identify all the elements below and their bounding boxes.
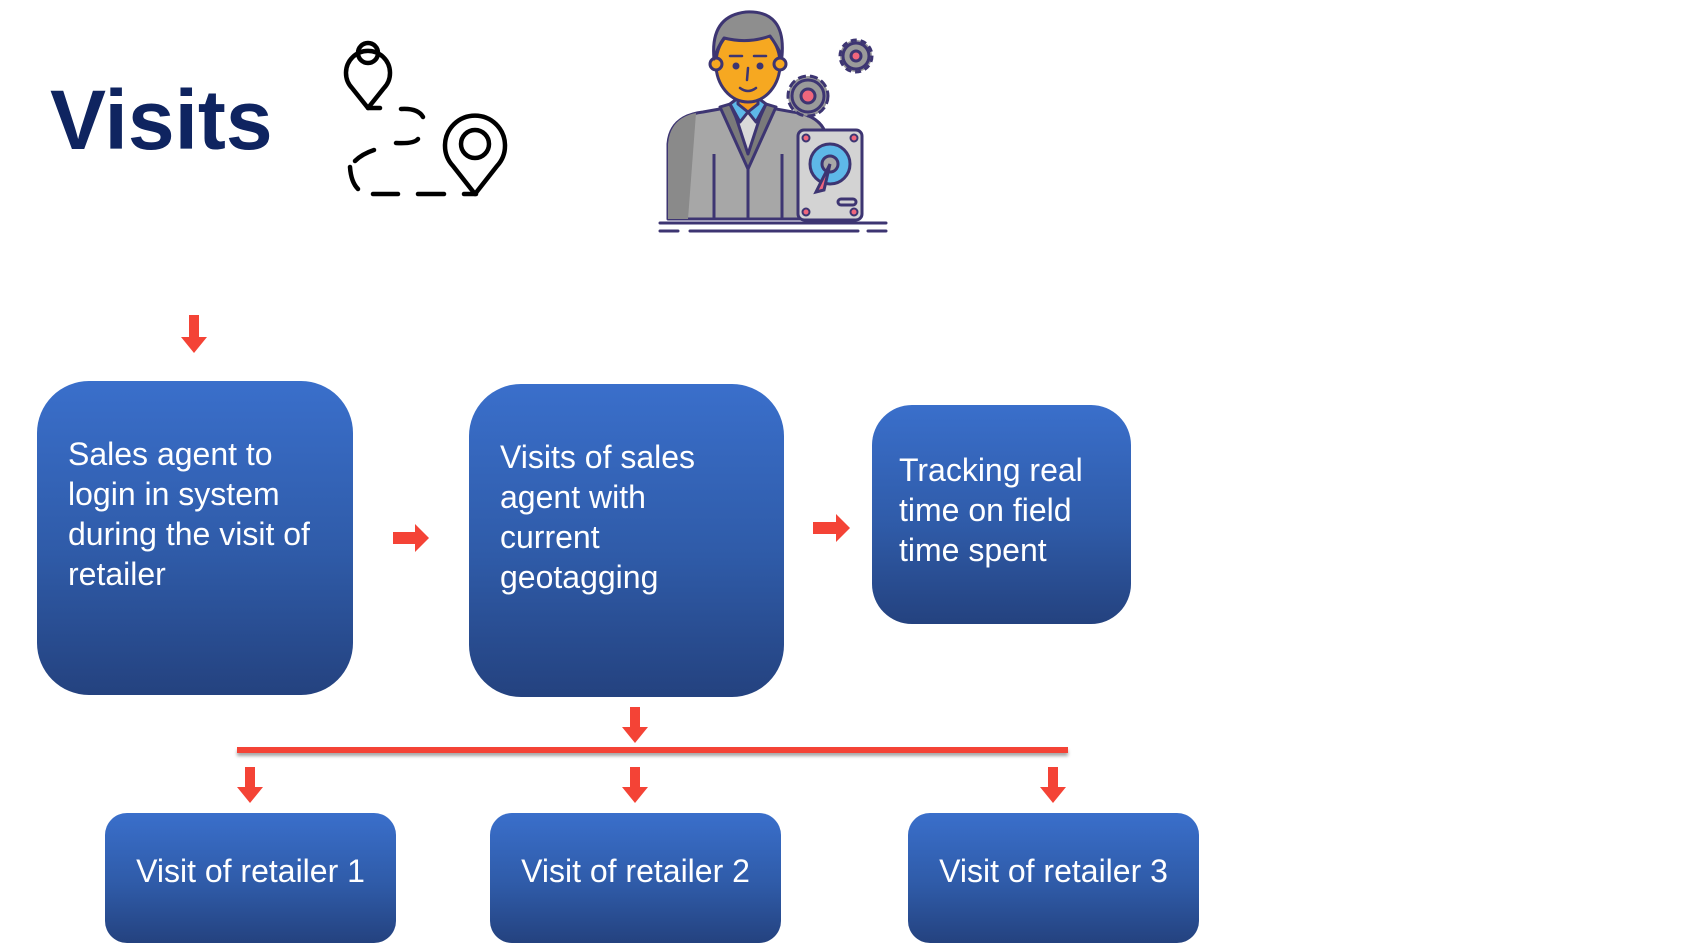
route-map-pins-icon — [343, 40, 508, 197]
retailer-label: Visit of retailer 1 — [136, 853, 365, 889]
step-box-login: Sales agent to login in system during th… — [37, 381, 353, 695]
branch-connector-line — [237, 747, 1068, 753]
step-box-geotagging: Visits of sales agent with current geota… — [469, 384, 784, 697]
arrow-down-icon — [237, 767, 263, 803]
arrow-right-icon — [393, 524, 429, 552]
arrow-right-icon — [813, 514, 850, 542]
retailer-box-1: Visit of retailer 1 — [105, 813, 396, 943]
arrow-down-icon — [181, 315, 207, 353]
page-title: Visits — [50, 73, 273, 167]
retailer-label: Visit of retailer 3 — [939, 853, 1168, 889]
retailer-box-2: Visit of retailer 2 — [490, 813, 781, 943]
sales-agent-icon — [658, 10, 888, 233]
arrow-down-icon — [622, 767, 648, 803]
step-label: Tracking real time on field time spent — [899, 452, 1083, 568]
step-box-tracking: Tracking real time on field time spent — [872, 405, 1131, 624]
retailer-box-3: Visit of retailer 3 — [908, 813, 1199, 943]
arrow-down-icon — [1040, 767, 1066, 803]
retailer-label: Visit of retailer 2 — [521, 853, 750, 889]
step-label: Sales agent to login in system during th… — [68, 436, 310, 592]
arrow-down-icon — [622, 707, 648, 743]
step-label: Visits of sales agent with current geota… — [500, 439, 696, 595]
